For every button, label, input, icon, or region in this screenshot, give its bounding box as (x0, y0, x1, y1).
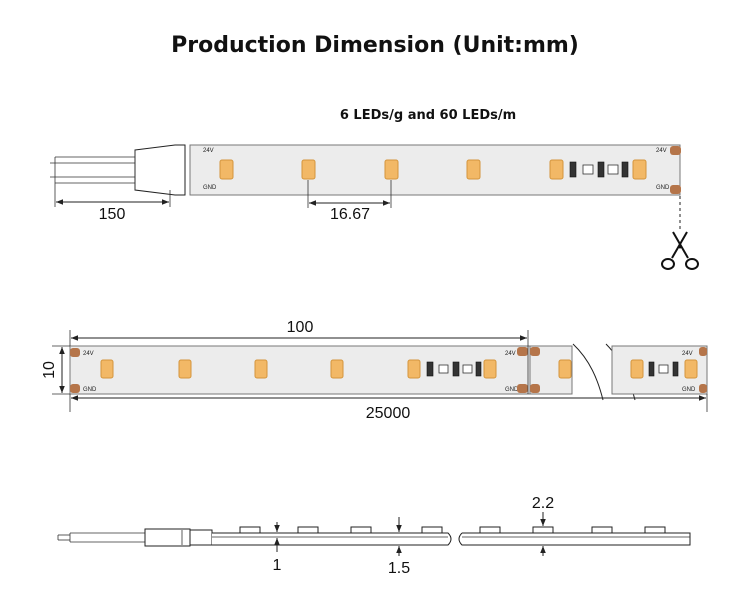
lead-length-value: 150 (99, 206, 126, 223)
voltage-label-right: 24V (656, 148, 667, 154)
strip-top-view-reel: 24V GND 24V GND (41, 319, 708, 422)
width-value: 10 (41, 361, 58, 379)
led-chip-profile (532, 526, 554, 534)
ground-label-end: GND (682, 387, 696, 393)
voltage-label: 24V (83, 351, 94, 357)
dimension-pcb-thickness: 1 (273, 522, 282, 574)
dimension-reel-length: 25000 (69, 394, 708, 422)
dimension-width: 10 (41, 345, 70, 395)
solder-pad (699, 384, 707, 393)
dimension-led-pitch: 16.67 (307, 180, 392, 223)
dimension-lead-length: 150 (54, 183, 171, 223)
led-chip (178, 359, 192, 379)
led-chip (630, 359, 644, 379)
solder-pad (530, 384, 540, 393)
ground-label-right: GND (505, 387, 519, 393)
strip-top-view-with-lead: 6 LEDs/g and 60 LEDs/m 24V GND 24V GND (50, 108, 699, 270)
led-chip (549, 159, 564, 180)
solder-pad (517, 384, 528, 393)
led-chip (684, 359, 698, 379)
led-chip-profile (350, 526, 372, 534)
led-strip (189, 144, 681, 196)
led-chip-profile (239, 526, 261, 534)
strip-profile (458, 532, 691, 546)
dimension-cut-length: 100 (69, 319, 529, 394)
led-chip (301, 159, 316, 180)
led-chip-profile (479, 526, 501, 534)
led-chip (100, 359, 114, 379)
solder-pad (70, 348, 80, 357)
led-chip (219, 159, 234, 180)
pcb-thickness-value: 1 (273, 557, 282, 574)
solder-pad (670, 185, 681, 194)
solder-pad (70, 384, 80, 393)
resistor-group (426, 361, 482, 377)
solder-pad (517, 347, 528, 356)
led-pitch-value: 16.67 (330, 206, 370, 223)
led-chip (330, 359, 344, 379)
led-chip (384, 159, 399, 180)
led-height-value: 2.2 (532, 495, 554, 512)
led-strip-segment (69, 345, 531, 395)
led-chip-profile (421, 526, 443, 534)
led-chip (558, 359, 572, 379)
led-chip-profile (297, 526, 319, 534)
voltage-label-right: 24V (505, 351, 516, 357)
solder-pad (530, 347, 540, 356)
break-line (572, 343, 604, 401)
voltage-label: 24V (203, 148, 214, 154)
total-thickness-value: 1.5 (388, 560, 410, 577)
led-chip (466, 159, 481, 180)
led-chip (632, 159, 647, 180)
solder-pad (699, 347, 707, 356)
lead-wire (50, 144, 186, 196)
solder-pad (670, 146, 681, 155)
ground-label: GND (203, 185, 217, 191)
voltage-label-end: 24V (682, 351, 693, 357)
strip-profile (212, 532, 452, 546)
led-chip (407, 359, 421, 379)
strip-side-view: 1 1.5 2.2 (57, 495, 691, 577)
connector (144, 528, 191, 547)
led-chip-profile (591, 526, 613, 534)
resistor-group (569, 161, 629, 178)
page-title: Production Dimension (Unit:mm) (171, 33, 579, 58)
ground-label-right: GND (656, 185, 670, 191)
led-chip (483, 359, 497, 379)
led-chip-profile (644, 526, 666, 534)
led-density-label: 6 LEDs/g and 60 LEDs/m (340, 108, 516, 123)
cut-length-value: 100 (287, 319, 314, 336)
scissors-icon (661, 231, 699, 270)
led-chip (254, 359, 268, 379)
ground-label: GND (83, 387, 97, 393)
dimension-led-height: 2.2 (532, 495, 554, 556)
reel-length-value: 25000 (366, 405, 411, 422)
resistor-group (648, 361, 679, 377)
dimension-total-thickness: 1.5 (388, 517, 410, 577)
